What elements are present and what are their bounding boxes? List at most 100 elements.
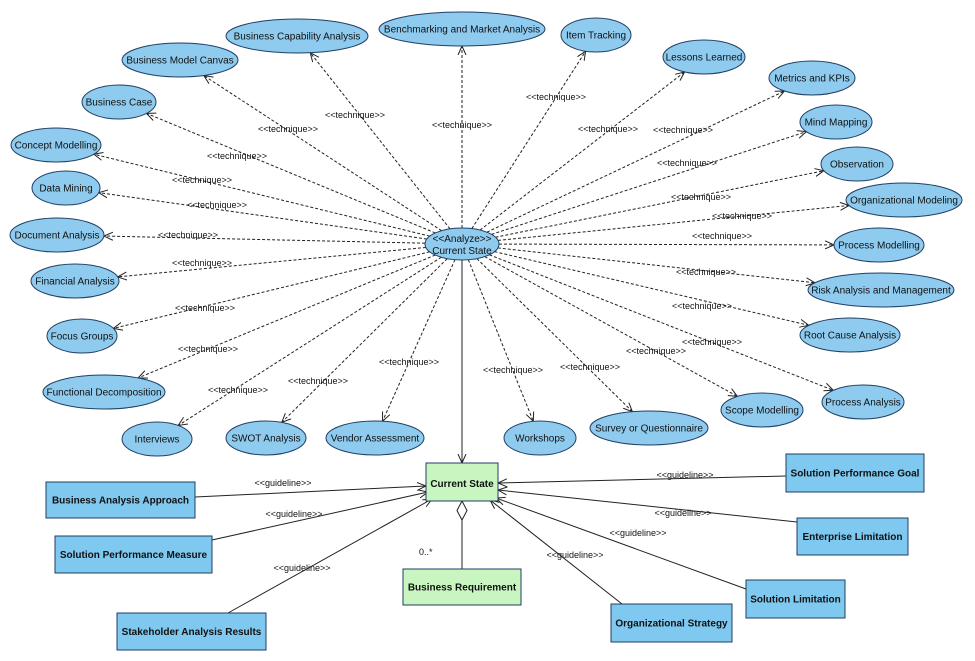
analyze-stereotype-label: <<Analyze>> — [433, 234, 492, 245]
technique-stereotype-label: <<technique>> — [187, 200, 247, 210]
business-requirement-label: Business Requirement — [408, 583, 517, 594]
guideline-stakeholder-analysis-results-box[interactable] — [116, 612, 267, 651]
guideline-solution-performance-goal-box[interactable] — [785, 453, 925, 493]
technique-workshops-ellipse[interactable] — [503, 420, 577, 456]
technique-edge — [104, 236, 426, 244]
technique-risk-analysis-and-management-ellipse[interactable] — [807, 272, 955, 308]
technique-edge — [146, 113, 436, 234]
technique-mind-mapping-label: Mind Mapping — [805, 118, 868, 129]
guideline-solution-limitation-box[interactable] — [745, 579, 846, 619]
technique-concept-modelling-ellipse[interactable] — [10, 127, 102, 163]
labels-layer: <<technique>> <<technique>> <<technique>> <… — [158, 92, 772, 573]
technique-data-mining-ellipse[interactable] — [31, 170, 101, 206]
technique-scope-modelling-label: Scope Modelling — [725, 406, 799, 417]
analyze-name-label: Current State — [432, 246, 492, 257]
guideline-business-analysis-approach-label: Business Analysis Approach — [52, 496, 189, 507]
technique-business-capability-analysis-label: Business Capability Analysis — [234, 32, 361, 43]
guideline-solution-performance-measure-box[interactable] — [54, 535, 213, 574]
technique-stereotype-label: <<technique>> — [578, 124, 638, 134]
technique-stereotype-label: <<technique>> — [432, 120, 492, 130]
technique-stereotype-label: <<technique>> — [379, 357, 439, 367]
technique-edge — [476, 258, 633, 412]
current-state-label: Current State — [430, 479, 494, 490]
guideline-stereotype-label: <<guideline>> — [656, 470, 713, 480]
technique-stereotype-label: <<technique>> — [172, 175, 232, 185]
technique-business-model-canvas-ellipse[interactable] — [121, 42, 239, 78]
technique-lessons-learned-ellipse[interactable] — [662, 39, 746, 75]
guideline-stereotype-label: <<guideline>> — [609, 528, 666, 538]
technique-business-case-ellipse[interactable] — [81, 84, 157, 120]
technique-edge — [479, 72, 685, 231]
technique-functional-decomposition-ellipse[interactable] — [42, 374, 166, 410]
current-state-box[interactable] — [425, 462, 499, 502]
technique-observation-ellipse[interactable] — [820, 146, 894, 182]
guideline-organizational-strategy-edge — [490, 500, 623, 605]
technique-edge — [498, 205, 849, 241]
technique-scope-modelling-ellipse[interactable] — [720, 392, 804, 428]
technique-edge — [494, 251, 809, 326]
technique-edge — [484, 256, 738, 397]
technique-vendor-assessment-ellipse[interactable] — [325, 420, 425, 456]
guideline-enterprise-limitation-edge — [498, 490, 798, 523]
technique-stereotype-label: <<technique>> — [172, 258, 232, 268]
technique-benchmarking-and-market-analysis-label: Benchmarking and Market Analysis — [384, 25, 540, 36]
technique-swot-analysis-ellipse[interactable] — [225, 420, 307, 456]
technique-item-tracking-ellipse[interactable] — [560, 17, 632, 53]
guideline-business-analysis-approach-edge — [194, 486, 426, 498]
technique-financial-analysis-ellipse[interactable] — [30, 263, 120, 299]
guideline-stereotype-label: <<guideline>> — [254, 478, 311, 488]
technique-edge — [94, 154, 430, 237]
technique-business-model-canvas-label: Business Model Canvas — [126, 56, 233, 67]
technique-survey-or-questionnaire-label: Survey or Questionnaire — [595, 424, 703, 435]
technique-business-capability-analysis-ellipse[interactable] — [225, 18, 369, 54]
business-requirement-box[interactable] — [402, 568, 522, 606]
analyze-current-state-ellipse[interactable] — [424, 227, 500, 261]
guideline-solution-performance-goal-label: Solution Performance Goal — [791, 469, 920, 480]
technique-survey-or-questionnaire-ellipse[interactable] — [589, 410, 709, 446]
technique-stereotype-label: <<technique>> — [483, 365, 543, 375]
technique-stereotype-label: <<technique>> — [178, 344, 238, 354]
technique-process-analysis-ellipse[interactable] — [821, 384, 905, 420]
edges-layer — [94, 46, 849, 614]
technique-item-tracking-label: Item Tracking — [566, 31, 626, 42]
guideline-organizational-strategy-box[interactable] — [610, 603, 733, 643]
technique-edge — [113, 251, 430, 329]
technique-edge — [471, 51, 586, 229]
technique-functional-decomposition-label: Functional Decomposition — [46, 388, 161, 399]
guideline-enterprise-limitation-box[interactable] — [796, 517, 909, 556]
guideline-stereotype-label: <<guideline>> — [265, 509, 322, 519]
technique-edge — [204, 76, 442, 232]
technique-mind-mapping-ellipse[interactable] — [799, 104, 873, 140]
technique-document-analysis-ellipse[interactable] — [9, 217, 105, 253]
guideline-enterprise-limitation-label: Enterprise Limitation — [802, 532, 902, 543]
technique-edge — [467, 259, 533, 422]
technique-data-mining-label: Data Mining — [39, 184, 92, 195]
guideline-business-analysis-approach-box[interactable] — [45, 481, 196, 519]
technique-stereotype-label: <<technique>> — [288, 376, 348, 386]
technique-stereotype-label: <<technique>> — [526, 92, 586, 102]
technique-swot-analysis-label: SWOT Analysis — [231, 434, 300, 445]
technique-stereotype-label: <<technique>> — [657, 158, 717, 168]
technique-stereotype-label: <<technique>> — [676, 267, 736, 277]
technique-edge — [498, 244, 834, 245]
technique-stereotype-label: <<technique>> — [682, 337, 742, 347]
guideline-solution-limitation-label: Solution Limitation — [750, 595, 841, 606]
technique-observation-label: Observation — [830, 160, 884, 171]
technique-organizational-modeling-ellipse[interactable] — [845, 182, 963, 218]
technique-financial-analysis-label: Financial Analysis — [35, 277, 114, 288]
multiplicity-label: 0..* — [419, 547, 433, 557]
guideline-stakeholder-analysis-results-edge — [227, 499, 432, 614]
technique-focus-groups-ellipse[interactable] — [46, 318, 118, 354]
technique-stereotype-label: <<technique>> — [560, 362, 620, 372]
guideline-solution-performance-measure-label: Solution Performance Measure — [60, 550, 208, 561]
technique-lessons-learned-label: Lessons Learned — [666, 53, 743, 64]
technique-interviews-ellipse[interactable] — [121, 421, 193, 457]
technique-root-cause-analysis-ellipse[interactable] — [799, 317, 901, 353]
technique-business-case-label: Business Case — [86, 98, 153, 109]
technique-process-modelling-ellipse[interactable] — [833, 227, 925, 263]
technique-metrics-and-kpis-ellipse[interactable] — [768, 60, 856, 96]
technique-stereotype-label: <<technique>> — [671, 192, 731, 202]
technique-benchmarking-and-market-analysis-ellipse[interactable] — [378, 11, 546, 47]
technique-edge — [118, 246, 426, 276]
technique-edge — [99, 193, 427, 240]
